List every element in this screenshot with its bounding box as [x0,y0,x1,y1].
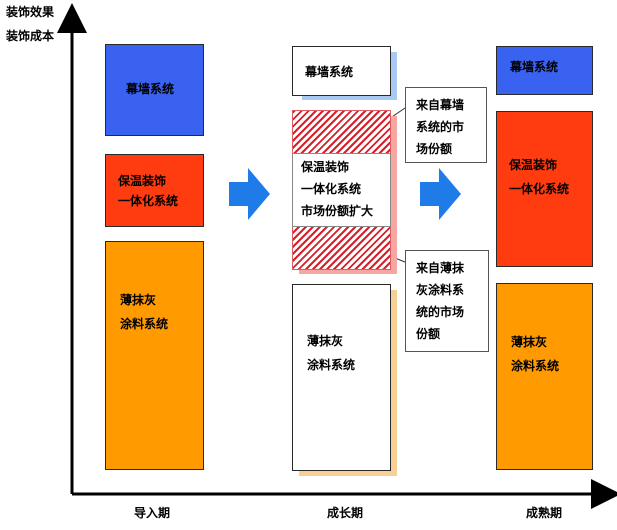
stage2-thin-plaster-label: 薄抹灰 涂料系统 [307,334,356,372]
stage3-thin-plaster-label: 薄抹灰 涂料系统 [511,335,560,373]
transition-arrow-1 [229,168,270,220]
stage1-insulation-label: 保温装饰 一体化系统 [118,174,179,208]
transition-arrow-2 [420,168,461,220]
callout-bottom-text: 来自薄抹 灰涂料系 统的市场 份额 [416,261,465,341]
stage3-insulation-label: 保温装饰 一体化系统 [509,158,570,196]
stage3-curtain-wall-block: 幕墙系统 [496,46,593,95]
stage1-insulation-block: 保温装饰 一体化系统 [105,154,204,227]
stage3-thin-plaster-block: 薄抹灰 涂料系统 [496,283,593,470]
callout-top-text: 来自幕墙 系统的市 场份额 [416,98,465,156]
stage2-insulation-core-block: 保温装饰 一体化系统 市场份额扩大 [292,153,391,227]
x-label-intro: 导入期 [134,506,171,520]
x-label-growth: 成长期 [327,506,364,520]
callout-from-thin-plaster: 来自薄抹 灰涂料系 统的市场 份额 [405,250,489,352]
stage1-thin-plaster-block: 薄抹灰 涂料系统 [105,241,204,470]
y-axis-label-line2: 装饰成本 [6,29,55,43]
stage1-curtain-wall-label: 幕墙系统 [126,82,175,96]
stage3-insulation-block: 保温装饰 一体化系统 [496,111,593,267]
y-axis-label-line1: 装饰效果 [6,5,55,19]
stage2-insulation-label: 保温装饰 一体化系统 市场份额扩大 [301,160,374,218]
stage3-curtain-wall-label: 幕墙系统 [510,60,559,74]
stage2-curtain-wall-label: 幕墙系统 [305,65,354,79]
callout-from-curtain-wall: 来自幕墙 系统的市 场份额 [405,87,487,163]
stage2-curtain-wall-block: 幕墙系统 [292,46,391,96]
stage1-curtain-wall-block: 幕墙系统 [105,44,204,136]
y-axis-label: 装饰效果 装饰成本 [6,2,54,46]
x-label-mature: 成熟期 [526,506,563,520]
stage2-thin-plaster-block: 薄抹灰 涂料系统 [292,284,391,471]
stage1-thin-plaster-label: 薄抹灰 涂料系统 [120,293,169,331]
